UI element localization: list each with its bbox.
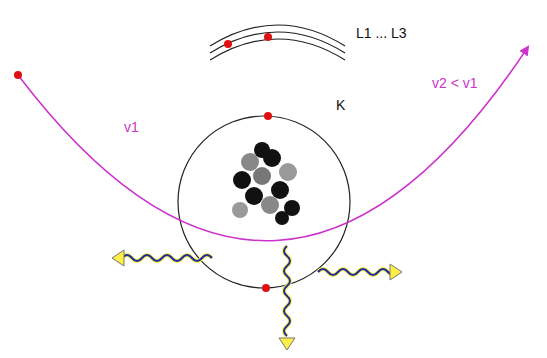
shell-label: K	[336, 98, 345, 113]
photon-head	[112, 250, 124, 266]
photon-wave	[318, 269, 398, 275]
photon-wave	[318, 269, 398, 275]
trajectory	[18, 47, 528, 241]
proton	[245, 187, 263, 205]
shell-arc	[210, 39, 345, 60]
proton	[275, 211, 289, 225]
electron	[264, 112, 272, 120]
photon-wave	[122, 255, 212, 261]
k-shell	[178, 116, 350, 288]
electron	[262, 284, 270, 292]
electron	[264, 33, 272, 41]
neutron	[261, 196, 279, 214]
photon	[279, 246, 295, 350]
photon-wave	[284, 246, 290, 336]
neutron	[279, 163, 297, 181]
proton	[254, 142, 270, 158]
proton	[271, 181, 289, 199]
neutron	[241, 153, 259, 171]
photon-wave	[284, 246, 290, 336]
nucleus	[232, 142, 300, 225]
photon-head	[279, 338, 295, 350]
electron	[14, 71, 22, 79]
photon	[112, 250, 212, 266]
velocity-label: v1	[124, 120, 139, 135]
photon-wave	[122, 255, 212, 261]
photon-head	[390, 264, 402, 280]
photon	[318, 264, 402, 280]
electron	[224, 40, 232, 48]
neutron	[232, 202, 248, 218]
neutron	[253, 167, 271, 185]
proton	[233, 171, 251, 189]
shell-label: L1 ... L3	[356, 26, 407, 41]
velocity-label: v2 < v1	[432, 76, 478, 91]
